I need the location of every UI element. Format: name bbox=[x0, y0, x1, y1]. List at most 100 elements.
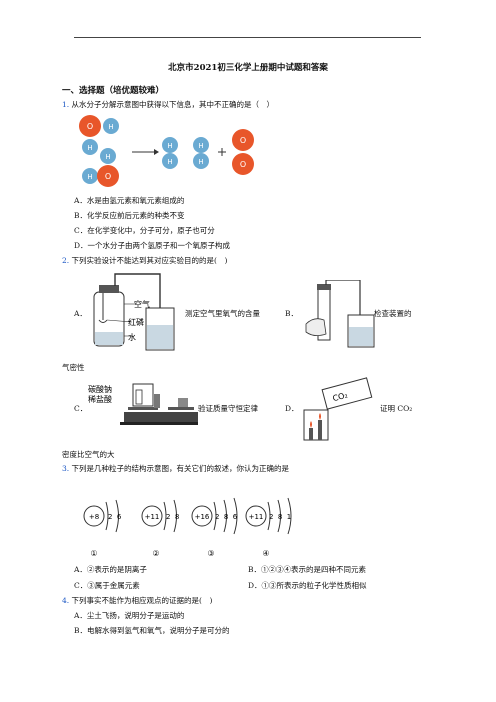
atom-label-h: H bbox=[167, 142, 172, 150]
q4-number: 4. bbox=[62, 596, 70, 605]
q2-number: 2. bbox=[62, 256, 70, 265]
oxygen-atom bbox=[79, 115, 101, 137]
hydrogen-atom bbox=[100, 148, 116, 164]
q2-option-c-label: C． bbox=[74, 404, 88, 413]
co2-bottle bbox=[321, 377, 373, 410]
q1-option-c: C．在化学变化中，分子可分，原子也可分 bbox=[74, 226, 215, 235]
hydrogen-atom bbox=[193, 137, 209, 153]
weights bbox=[178, 398, 188, 407]
delivery-tube bbox=[325, 280, 361, 335]
electron-shells: 2 6 bbox=[108, 513, 122, 521]
electron-shells: 2 8 6 bbox=[215, 513, 238, 521]
q2-stem: 2. 下列实验设计不能达到其对应实验目的的是( ) bbox=[62, 256, 227, 265]
q2-option-b-label: B． bbox=[285, 309, 299, 318]
header-rule bbox=[74, 37, 421, 38]
flame-icon bbox=[310, 421, 312, 428]
q1-stem-text: 从水分子分解示意图中获得以下信息，其中不正确的是（ ） bbox=[71, 100, 275, 109]
atom-label-h: H bbox=[87, 173, 92, 181]
particle-2: +11 2 8 ② bbox=[141, 499, 179, 558]
q3-stem-text: 下列是几种粒子的结构示意图，有关它们的叙述，你认为正确的是 bbox=[71, 464, 290, 473]
q3-option-d: D．①③所表示的粒子化学性质相似 bbox=[248, 581, 367, 590]
atom-label-h: H bbox=[198, 158, 203, 166]
connecting-tube bbox=[114, 273, 161, 340]
hydrogen-atom bbox=[82, 139, 98, 155]
q2-option-d-text: 证明 CO₂ bbox=[380, 404, 413, 413]
q2-option-a-text: 测定空气里氧气的含量 bbox=[185, 309, 260, 318]
q2-stem-text: 下列实验设计不能达到其对应实验目的的是( ) bbox=[71, 256, 228, 265]
q1-option-a: A．水是由氢元素和氧元素组成的 bbox=[74, 196, 185, 205]
co2-density-apparatus: CO₂ bbox=[303, 377, 373, 441]
particle-4: +11 2 8 1 ④ bbox=[245, 497, 292, 558]
hydrogen-atom bbox=[162, 153, 178, 169]
left-pan bbox=[128, 407, 158, 410]
atom-label-o: O bbox=[87, 122, 93, 131]
atom-label-h: H bbox=[87, 144, 92, 152]
hydrogen-atom bbox=[82, 168, 98, 184]
short-candle bbox=[309, 428, 313, 440]
particle-label: ① bbox=[90, 549, 97, 558]
q2-option-a-label: A． bbox=[74, 309, 87, 318]
q2-option-b-text: 检查装置的 bbox=[374, 309, 412, 318]
electron-shells: 2 8 bbox=[166, 513, 179, 521]
q4-stem-text: 下列事实不能作为相应观点的证据的是( ) bbox=[71, 596, 213, 605]
particle-structure-diagrams: +8 2 6 ① +11 2 8 ② +16 2 8 6 ③ bbox=[83, 497, 292, 558]
nucleus-charge: +11 bbox=[145, 513, 160, 521]
particle-3: +16 2 8 6 ③ bbox=[191, 497, 238, 558]
hydrogen-atom bbox=[103, 118, 119, 134]
q4-option-a: A．尘土飞扬，说明分子是运动的 bbox=[74, 611, 185, 620]
q2-option-d-continued: 密度比空气的大 bbox=[62, 450, 115, 459]
flame-icon bbox=[319, 413, 321, 420]
hand-icon bbox=[305, 318, 327, 336]
page-title: 北京市2021初三化学上册期中试题和答案 bbox=[168, 63, 328, 73]
sodium-carbonate-label: 碳酸钠 bbox=[88, 384, 112, 394]
arrow-head-icon bbox=[154, 149, 159, 155]
balance-apparatus: 碳酸钠 稀盐酸 bbox=[88, 383, 198, 425]
air-label: 空气 bbox=[134, 299, 150, 309]
water-decomposition-diagram: O H H H H O H H H H O O bbox=[79, 115, 254, 187]
hydrogen-atom bbox=[193, 153, 209, 169]
oxygen-atom bbox=[97, 165, 119, 187]
atom-label-h: H bbox=[108, 123, 113, 131]
airtightness-check-apparatus bbox=[305, 280, 375, 348]
q4-option-b: B．电解水得到氢气和氧气，说明分子是可分的 bbox=[74, 626, 230, 635]
atom-label-o: O bbox=[240, 136, 246, 145]
q1-number: 1. bbox=[62, 100, 70, 109]
beaker bbox=[303, 409, 329, 441]
atom-label-o: O bbox=[105, 172, 111, 181]
q1-option-d: D．一个水分子由两个氢原子和一个氧原子构成 bbox=[74, 241, 231, 250]
stopper bbox=[317, 284, 331, 290]
stopper bbox=[99, 285, 119, 293]
q3-option-b: B．①②③④表示的是四种不同元素 bbox=[248, 565, 367, 574]
q4-stem: 4. 下列事实不能作为相应观点的证据的是( ) bbox=[62, 596, 212, 605]
nucleus-charge: +16 bbox=[195, 513, 210, 521]
beaker-water bbox=[147, 325, 173, 349]
beaker-water bbox=[349, 327, 373, 346]
atom-label-o: O bbox=[240, 160, 246, 169]
balance-base bbox=[124, 412, 198, 422]
oxygen-atom bbox=[232, 153, 254, 175]
oxygen-measurement-apparatus: 空气 红磷 水 bbox=[93, 273, 175, 351]
balance-stand bbox=[120, 422, 198, 425]
q1-option-b: B．化学反应前后元素的种类不变 bbox=[74, 211, 185, 220]
right-pan bbox=[168, 407, 194, 410]
red-phosphorus-label: 红磷 bbox=[128, 317, 144, 327]
section-heading: 一、选择题（培优题较难） bbox=[62, 86, 165, 96]
q2-option-c-text: 验证质量守恒定律 bbox=[198, 404, 258, 413]
tall-candle bbox=[318, 420, 322, 440]
q2-option-b-continued: 气密性 bbox=[62, 363, 85, 372]
nucleus-charge: +8 bbox=[89, 513, 99, 521]
atom-label-h: H bbox=[167, 158, 172, 166]
q3-option-a: A．②表示的是阴离子 bbox=[74, 565, 147, 574]
particle-label: ④ bbox=[262, 549, 269, 558]
oxygen-atom bbox=[232, 129, 254, 151]
particle-label: ② bbox=[152, 549, 159, 558]
atom-label-h: H bbox=[105, 153, 110, 161]
q3-stem: 3. 下列是几种粒子的结构示意图，有关它们的叙述，你认为正确的是 bbox=[62, 464, 289, 473]
atom-label-h: H bbox=[198, 142, 203, 150]
q1-stem: 1. 从水分子分解示意图中获得以下信息，其中不正确的是（ ） bbox=[62, 100, 274, 109]
electron-shells: 2 8 1 bbox=[269, 513, 291, 521]
particle-label: ③ bbox=[207, 549, 214, 558]
particle-1: +8 2 6 ① bbox=[83, 499, 122, 558]
q3-number: 3. bbox=[62, 464, 70, 473]
